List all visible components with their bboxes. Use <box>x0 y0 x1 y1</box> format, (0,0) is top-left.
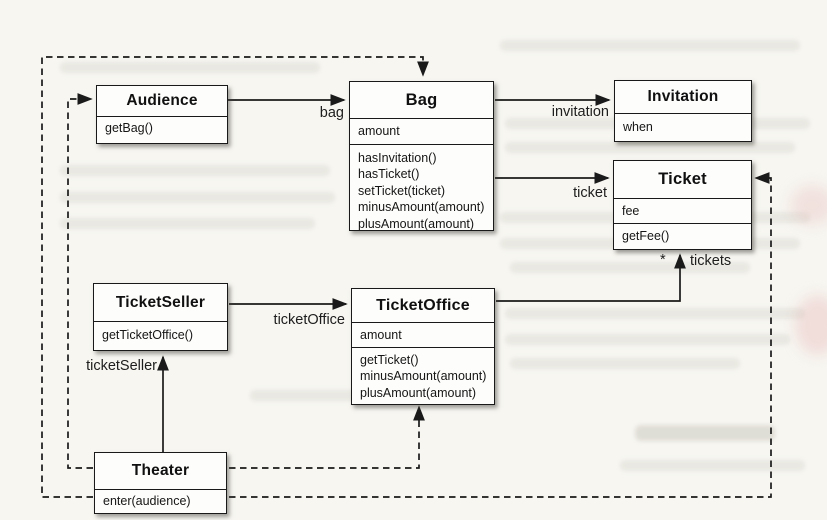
class-ticketoffice-name: TicketOffice <box>376 296 470 314</box>
class-invitation: Invitation when <box>614 80 752 142</box>
method: getTicketOffice() <box>102 328 193 342</box>
edge-label-bag: bag <box>319 105 344 121</box>
method: setTicket(ticket) <box>358 183 446 198</box>
method: plusAmount(amount) <box>358 216 475 230</box>
class-ticket-attributes: fee <box>614 198 751 223</box>
class-audience: Audience getBag() <box>96 85 228 144</box>
method: getTicket() <box>360 353 419 367</box>
method: enter(audience) <box>103 494 191 508</box>
method: minusAmount(amount) <box>358 200 485 215</box>
bleed-through-texture <box>505 142 795 153</box>
method: plusAmount(amount) <box>360 385 477 400</box>
dependency-theater-to-audience <box>67 93 93 469</box>
dependency-theater-to-ticketoffice <box>229 405 425 469</box>
edge-label-ticketoffice: ticketOffice <box>273 312 345 328</box>
bleed-through-texture <box>510 262 750 273</box>
class-ticketseller: TicketSeller getTicketOffice() <box>93 283 228 351</box>
bleed-through-texture <box>250 390 440 401</box>
class-audience-methods: getBag() <box>97 116 227 143</box>
pink-smudge <box>795 295 827 355</box>
attribute: amount <box>360 328 402 342</box>
bleed-through-texture <box>620 460 805 471</box>
edge-label-ticket: ticket <box>573 185 607 201</box>
method: minusAmount(amount) <box>360 369 487 384</box>
class-theater-methods: enter(audience) <box>95 489 226 513</box>
class-audience-name: Audience <box>126 92 198 109</box>
class-ticket: Ticket fee getFee() <box>613 160 752 250</box>
class-invitation-attributes: when <box>615 113 751 141</box>
bleed-through-texture <box>60 218 315 229</box>
bleed-through-texture <box>60 165 330 176</box>
bleed-through-texture <box>500 40 800 51</box>
class-ticketseller-name: TicketSeller <box>115 293 206 311</box>
bleed-through-texture <box>635 425 775 441</box>
edge-label-ticketseller: ticketSeller <box>86 358 157 374</box>
edge-label-tickets: tickets <box>690 253 732 269</box>
attribute: amount <box>358 124 400 138</box>
method: hasTicket() <box>358 167 420 182</box>
edge-label-invitation: invitation <box>551 104 609 120</box>
bleed-through-texture <box>60 62 320 73</box>
attribute: fee <box>622 204 640 218</box>
class-bag: Bag amount hasInvitation() hasTicket() s… <box>349 81 494 231</box>
association-ticketoffice-to-ticket <box>496 253 686 302</box>
attribute: when <box>623 120 653 134</box>
class-ticket-name: Ticket <box>658 170 707 188</box>
class-invitation-name: Invitation <box>647 88 719 105</box>
bleed-through-texture <box>505 308 805 319</box>
class-bag-name: Bag <box>405 90 438 109</box>
method: getBag() <box>105 121 153 135</box>
class-theater-name: Theater <box>131 462 190 479</box>
class-ticketoffice-attributes: amount <box>352 322 494 347</box>
class-bag-attributes: amount <box>350 118 493 144</box>
class-ticketseller-methods: getTicketOffice() <box>94 321 227 350</box>
pink-smudge <box>790 185 827 225</box>
class-ticketoffice-methods: getTicket() minusAmount(amount) plusAmou… <box>352 347 494 404</box>
class-ticketoffice: TicketOffice amount getTicket() minusAmo… <box>351 288 495 405</box>
class-theater: Theater enter(audience) <box>94 452 227 514</box>
method: hasInvitation() <box>358 151 437 165</box>
edge-label-tickets-multiplicity: * <box>660 252 666 268</box>
dependency-theater-to-bag <box>41 56 429 498</box>
bleed-through-texture <box>505 334 790 345</box>
class-bag-methods: hasInvitation() hasTicket() setTicket(ti… <box>350 144 493 230</box>
method: getFee() <box>622 229 670 243</box>
bleed-through-texture <box>510 358 740 369</box>
bleed-through-texture <box>60 192 335 203</box>
class-ticket-methods: getFee() <box>614 223 751 249</box>
